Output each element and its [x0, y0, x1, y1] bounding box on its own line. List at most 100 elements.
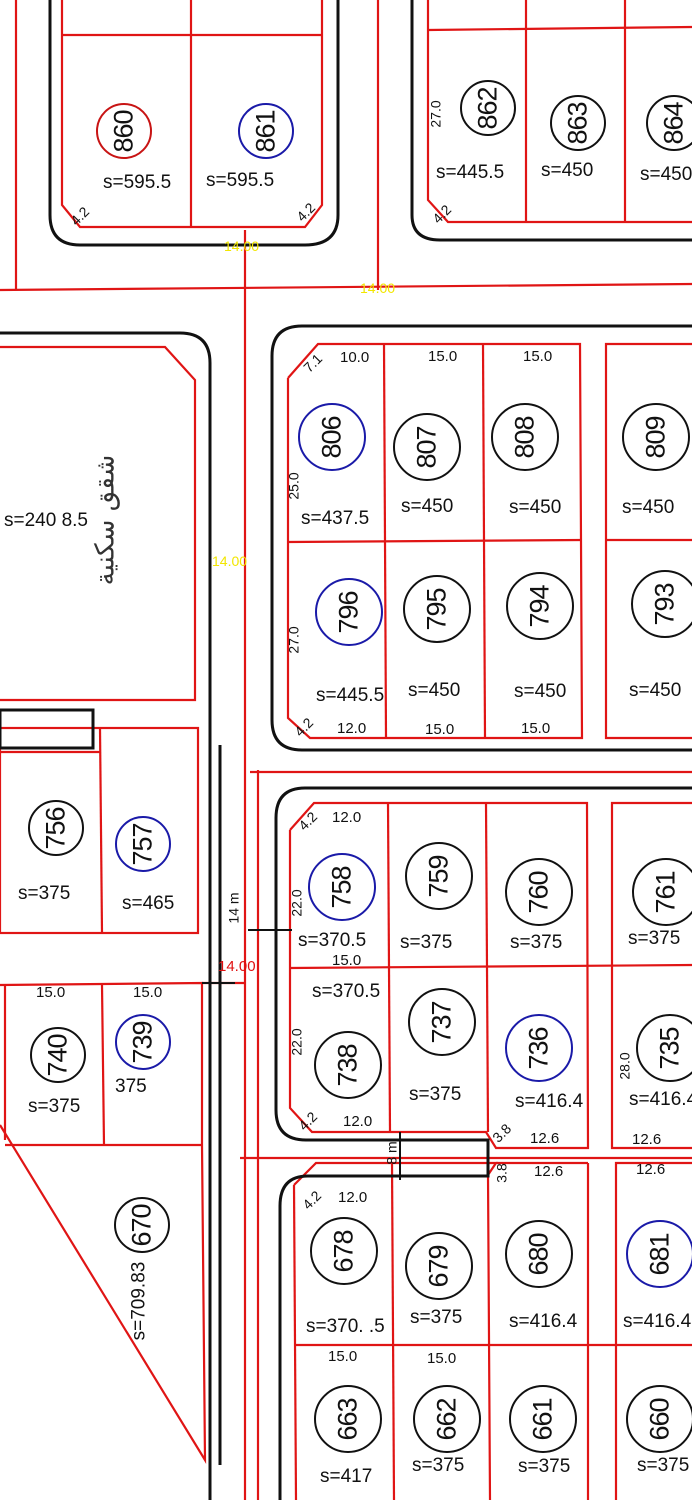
dimension-label: 10.0 — [340, 349, 370, 366]
road-width-label: 14.00 — [224, 238, 260, 254]
dimension-label: 15.0 — [133, 984, 163, 1001]
parcel-number-ring: 863 — [550, 95, 606, 151]
parcel-number-ring: 739 — [115, 1014, 171, 1070]
parcel-area: s=375 — [28, 1096, 81, 1117]
parcel-number-ring: 761 — [632, 858, 692, 926]
parcel-number-ring: 808 — [491, 403, 559, 471]
parcel-area: s=450 — [622, 497, 675, 518]
parcel-number-ring: 678 — [310, 1217, 378, 1285]
parcel-number-ring: 794 — [506, 572, 574, 640]
parcel-number-ring: 735 — [636, 1014, 692, 1082]
parcel-number-ring: 793 — [631, 570, 692, 638]
dimension-label: 15.0 — [332, 952, 362, 969]
parcel-number-ring: 806 — [298, 403, 366, 471]
parcel-number-ring: 807 — [393, 413, 461, 481]
dimension-label: 3.8 — [493, 1163, 510, 1183]
parcel-number-ring: 756 — [28, 800, 84, 856]
parcel-number-ring: 796 — [315, 578, 383, 646]
road-width-label: 14 m — [225, 892, 242, 924]
parcel-area: s=370.5 — [312, 981, 381, 1002]
parcel-area: s=450 — [640, 164, 692, 185]
road-width-label: 14.00 — [360, 280, 396, 296]
parcel-number-ring: 736 — [505, 1014, 573, 1082]
dimension-label: 15.0 — [328, 1348, 358, 1365]
parcel-area: s=375 — [400, 932, 453, 953]
parcel-number-ring: 760 — [505, 858, 573, 926]
dimension-label: 15.0 — [425, 721, 455, 738]
parcel-area: s=375 — [412, 1455, 465, 1476]
parcel-area: s=450 — [509, 497, 562, 518]
parcel-area: s=417 — [320, 1466, 373, 1487]
parcel-area: s=450 — [408, 680, 461, 701]
parcel-area: s=450 — [541, 160, 594, 181]
dimension-label: 12.6 — [534, 1163, 564, 1180]
dimension-label: 12.6 — [636, 1161, 666, 1178]
parcel-number-ring: 661 — [509, 1385, 577, 1453]
parcel-number-ring: 809 — [622, 403, 690, 471]
dimension-label: 12.6 — [530, 1130, 560, 1147]
parcel-number-ring: 759 — [405, 842, 473, 910]
parcel-area: s=416.4 — [515, 1091, 584, 1112]
parcel-area: s=375 — [409, 1084, 462, 1105]
parcel-area: s=375 — [518, 1456, 571, 1477]
parcel-area: s=370. .5 — [306, 1316, 385, 1337]
parcel-area: s=416.4 — [629, 1089, 692, 1110]
parcel-number-ring: 757 — [115, 816, 171, 872]
parcel-number-ring: 663 — [314, 1385, 382, 1453]
parcel-number-ring: 679 — [405, 1232, 473, 1300]
parcel-number-ring: 680 — [505, 1220, 573, 1288]
parcel-area: s=375 — [637, 1455, 690, 1476]
dimension-label: 25.0 — [285, 472, 302, 500]
parcel-number-ring: 740 — [30, 1027, 86, 1083]
parcel-area: s=595.5 — [206, 170, 275, 191]
dimension-label: 15.0 — [428, 348, 458, 365]
dimension-label: 12.0 — [338, 1189, 368, 1206]
parcel-area: s=416.4 — [509, 1311, 578, 1332]
parcel-area: s=445.5 — [316, 685, 385, 706]
parcel-number-ring: 864 — [646, 95, 692, 151]
parcel-area: 375 — [115, 1076, 147, 1097]
parcel-area: s=437.5 — [301, 508, 370, 529]
parcel-area: s=375 — [628, 928, 681, 949]
parcel-number-ring: 861 — [238, 103, 294, 159]
dimension-label: 27.0 — [285, 626, 302, 654]
parcel-number-ring: 862 — [460, 80, 516, 136]
dimension-label: 15.0 — [36, 984, 66, 1001]
parcel-area: s=375 — [18, 883, 71, 904]
parcel-area: s=709.83 — [128, 1261, 150, 1341]
handwritten-note: شقق سكنية — [90, 454, 121, 586]
parcel-number-ring: 660 — [626, 1385, 692, 1453]
road-width-label: 14.00 — [218, 958, 256, 975]
parcel-number-ring: 681 — [626, 1220, 692, 1288]
dimension-label: 12.0 — [343, 1113, 373, 1130]
road-width-label: 14.00 — [212, 553, 248, 569]
parcel-number-ring: 737 — [408, 988, 476, 1056]
dimension-label: 15.0 — [523, 348, 553, 365]
parcel-area: s=450 — [401, 496, 454, 517]
parcel-area: s=445.5 — [436, 162, 505, 183]
parcel-number-ring: 670 — [114, 1197, 170, 1253]
dimension-label: 22.0 — [288, 889, 305, 917]
parcel-number-ring: 860 — [96, 103, 152, 159]
dimension-label: 12.0 — [332, 809, 362, 826]
parcel-area: s=370.5 — [298, 930, 367, 951]
dimension-label: 15.0 — [521, 720, 551, 737]
lot-area-label: s=240 8.5 — [4, 510, 88, 531]
parcel-number-ring: 758 — [308, 853, 376, 921]
parcel-area: s=450 — [629, 680, 682, 701]
parcel-area: s=375 — [510, 932, 563, 953]
parcel-area: s=416.4 — [623, 1311, 692, 1332]
parcel-area: s=450 — [514, 681, 567, 702]
parcel-number-ring: 795 — [403, 575, 471, 643]
dimension-label: 15.0 — [427, 1350, 457, 1367]
parcel-area: s=375 — [410, 1307, 463, 1328]
dimension-label: 12.6 — [632, 1131, 662, 1148]
dimension-label: 28.0 — [616, 1052, 633, 1080]
parcel-number-ring: 738 — [314, 1031, 382, 1099]
parcel-area: s=595.5 — [103, 172, 172, 193]
dimension-label: 12.0 — [337, 720, 367, 737]
parcel-area: s=465 — [122, 893, 175, 914]
road-width-label: 8 m — [383, 1141, 400, 1165]
